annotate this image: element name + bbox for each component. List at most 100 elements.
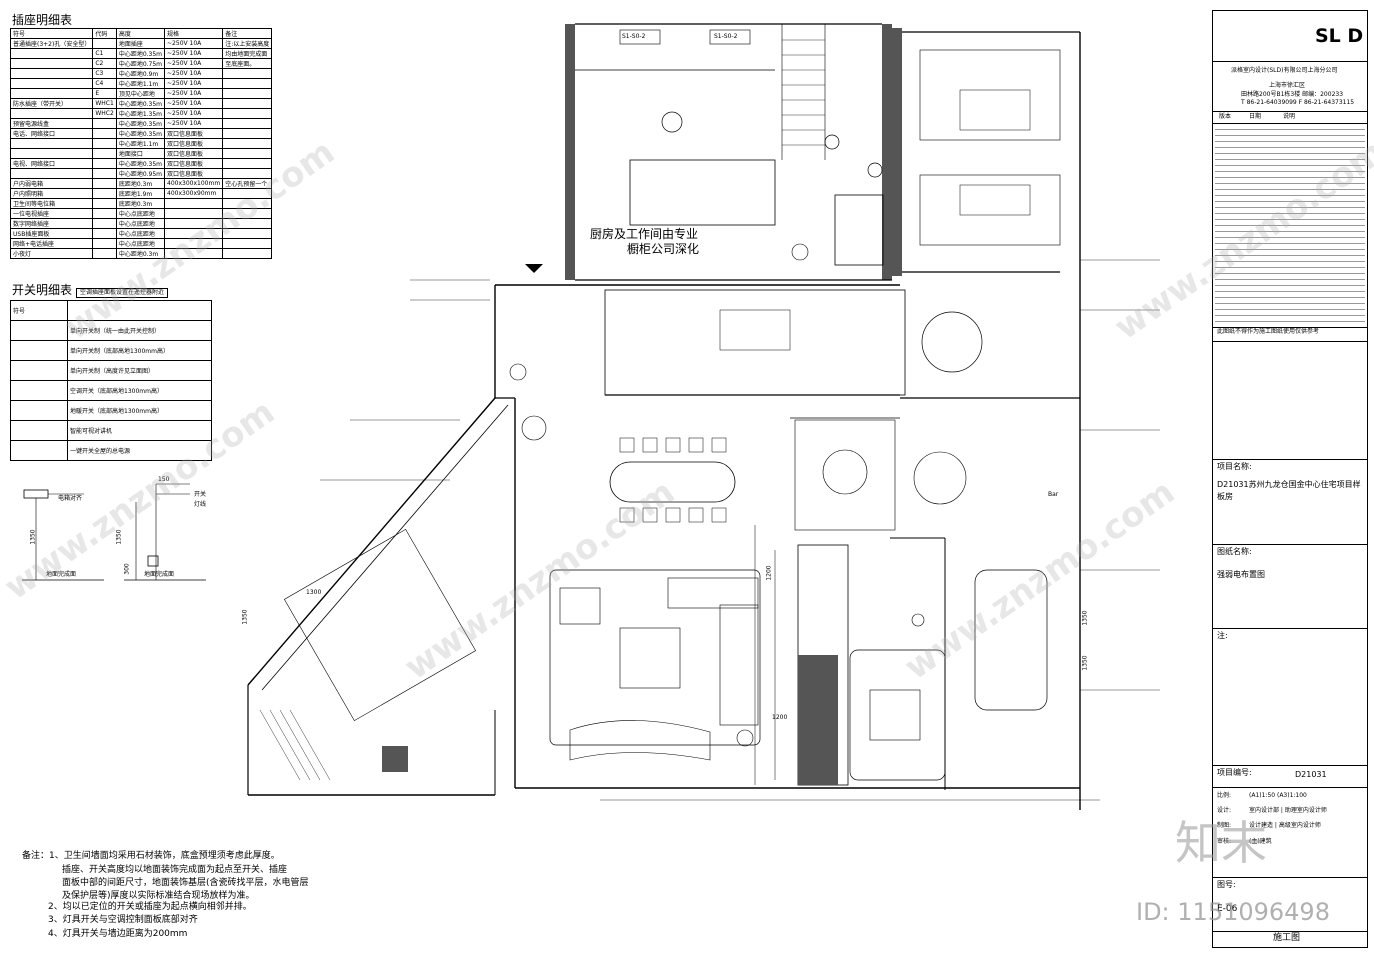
socket-table-cell: [9, 78, 94, 89]
socket-table-cell: [9, 68, 94, 79]
socket-table-header: 高度: [115, 28, 166, 39]
drawing-label: 图纸名称:: [1217, 547, 1252, 556]
socket-table-cell: [222, 248, 273, 259]
socket-table-cell: 地面接口: [115, 148, 166, 159]
note-line-7: 4、灯具开关与墙边距离为200mm: [48, 929, 188, 939]
elev-label-floor-b: 地面完成面: [144, 571, 175, 578]
project-no-label: 项目编号:: [1217, 768, 1252, 777]
socket-table-cell: 预留电源线盒: [9, 118, 94, 129]
drawing-name: 强弱电布置图: [1217, 570, 1265, 579]
socket-table-cell: 电视、网络接口: [9, 158, 94, 169]
socket-table-cell: 中心距地1.1m: [115, 78, 166, 89]
switch-elevation-detail: [22, 483, 206, 581]
socket-table-cell: [92, 148, 117, 159]
socket-table-cell: [92, 218, 117, 229]
company-contact: T 86-21-64039099 F 86-21-64373115: [1241, 99, 1355, 106]
socket-table-cell: 网络+电话插座: [9, 238, 94, 249]
socket-table-cell: [92, 198, 117, 209]
socket-table-cell: 卫生间等电位箱: [9, 198, 94, 209]
socket-table-cell: 中心距地0.95m: [115, 168, 166, 179]
socket-table-cell: [9, 138, 94, 149]
elev-dim-300: 300: [123, 563, 131, 575]
switch-symbol-icon: [10, 440, 68, 461]
switch-table-desc: 地暖开关（底部高地1300mm高）: [67, 400, 212, 421]
company-address: 田林路200号B1栋3楼 邮编：200233: [1241, 91, 1344, 98]
switch-table-row: 地暖开关（底部高地1300mm高）: [10, 400, 212, 421]
socket-table-cell: USB插座面板: [9, 228, 94, 239]
socket-table-cell: [92, 128, 117, 139]
socket-table-cell: 户内照明箱: [9, 188, 94, 199]
company-name: 派格室内设计(SLD)有限公司上海分公司: [1231, 67, 1338, 74]
switch-symbol-icon: [10, 360, 68, 381]
switch-table-note: 空调插座面板设置在遥控器附近: [76, 288, 169, 298]
socket-table-cell: [9, 88, 94, 99]
socket-table-cell: C3: [92, 68, 117, 79]
socket-table-cell: 中心点底距地: [115, 228, 166, 239]
switch-table-row: 单向开关制（高度许见立面图）: [10, 360, 212, 381]
socket-table-cell: 一位电视插座: [9, 208, 94, 219]
switch-table: 符号单向开关制（统一由此开关控制）单向开关制（底部高地1300mm高）单向开关制…: [10, 300, 212, 461]
socket-table-cell: [9, 148, 94, 159]
socket-table-cell: [164, 248, 224, 259]
scale-label: 比例:: [1217, 792, 1232, 799]
scale-value: (A1)1:50 (A3)1:100: [1249, 792, 1307, 799]
socket-table-cell: [9, 48, 94, 59]
socket-table-cell: [9, 168, 94, 179]
switch-table-desc: 单向开关制（底部高地1300mm高）: [67, 340, 212, 361]
note-line-5: 2、均以已定位的开关或插座为起点横向相邻并排。: [48, 902, 252, 912]
socket-table-cell: 户内弱电箱: [9, 178, 94, 189]
socket-table-cell: WHC2: [92, 108, 117, 119]
socket-table-cell: 防水插座（带开关）: [9, 98, 94, 109]
switch-table-desc: 空调开关（底部高地1300mm高）: [67, 380, 212, 401]
socket-table-cell: 中心距地0.35m: [115, 158, 166, 169]
switch-table-desc: 一键开关全屋的总电源: [67, 440, 212, 461]
socket-table-cell: 中心距地0.35m: [115, 118, 166, 129]
drawing-stage: 施工图: [1273, 933, 1301, 943]
switch-table-desc: 单向开关制（高度许见立面图）: [67, 360, 212, 381]
note-line-1: 备注：1、卫生间墙面均采用石材装饰，底盒预埋须考虑此厚度。: [22, 851, 280, 861]
socket-table-cell: 底距地1.9m: [115, 188, 166, 199]
socket-table-cell: 普通插座(3+2)孔（安全型）: [9, 38, 94, 49]
switch-symbol-icon: [10, 380, 68, 401]
socket-table-cell: [92, 238, 117, 249]
note-line-6: 3、灯具开关与空调控制面板底部对齐: [48, 915, 198, 925]
design-label: 设计:: [1217, 807, 1232, 814]
socket-table-cell: [92, 178, 117, 189]
watermark-logo: 知末: [1175, 816, 1267, 870]
socket-table-cell: [9, 108, 94, 119]
plan-dim-4: 1350: [1081, 610, 1089, 626]
switch-symbol-icon: [10, 420, 68, 441]
socket-table-cell: 中心点底距地: [115, 218, 166, 229]
socket-table-row: 地面接口双口信息面板: [9, 148, 273, 159]
plan-dim-1: 1300: [306, 589, 322, 596]
switch-symbol-icon: [10, 400, 68, 421]
notes-label: 注:: [1217, 631, 1228, 640]
design-value: 室内设计部 | 助理室内设计师: [1249, 807, 1327, 814]
socket-table-cell: 中心距地0.35m: [115, 48, 166, 59]
socket-table-cell: 中心距地0.35m: [115, 128, 166, 139]
sheet-no: E-06: [1217, 904, 1238, 914]
socket-table-cell: 顶见中心距地: [115, 88, 166, 99]
check-value: (主)建筑: [1249, 838, 1272, 845]
socket-table-cell: 中心距地0.3m: [115, 248, 166, 259]
socket-table-cell: [92, 158, 117, 169]
title-block: SL D 派格室内设计(SLD)有限公司上海分公司 上海市徐汇区 田林路200号…: [1212, 10, 1368, 948]
socket-table-cell: 底距地0.3m: [115, 178, 166, 189]
elev-label-align: 电箱对齐: [58, 495, 83, 502]
elev-label-lamp: 灯线: [194, 501, 207, 508]
socket-table-cell: 中心点底距地: [115, 208, 166, 219]
watermark-id: ID: 1151096498: [1136, 898, 1330, 926]
company-branch: 上海市徐汇区: [1269, 82, 1306, 89]
socket-table-row: 小夜灯中心距地0.3m: [9, 248, 273, 259]
project-label: 项目名称:: [1217, 462, 1252, 471]
socket-table-cell: 底距地0.3m: [115, 198, 166, 209]
socket-table-cell: [92, 168, 117, 179]
row-label-version: 版本: [1219, 113, 1232, 120]
floor-plan: [247, 23, 1160, 810]
drafting-label: 制图:: [1217, 822, 1232, 829]
socket-table-cell: C1: [92, 48, 117, 59]
firm-logo: SL D: [1315, 25, 1364, 47]
